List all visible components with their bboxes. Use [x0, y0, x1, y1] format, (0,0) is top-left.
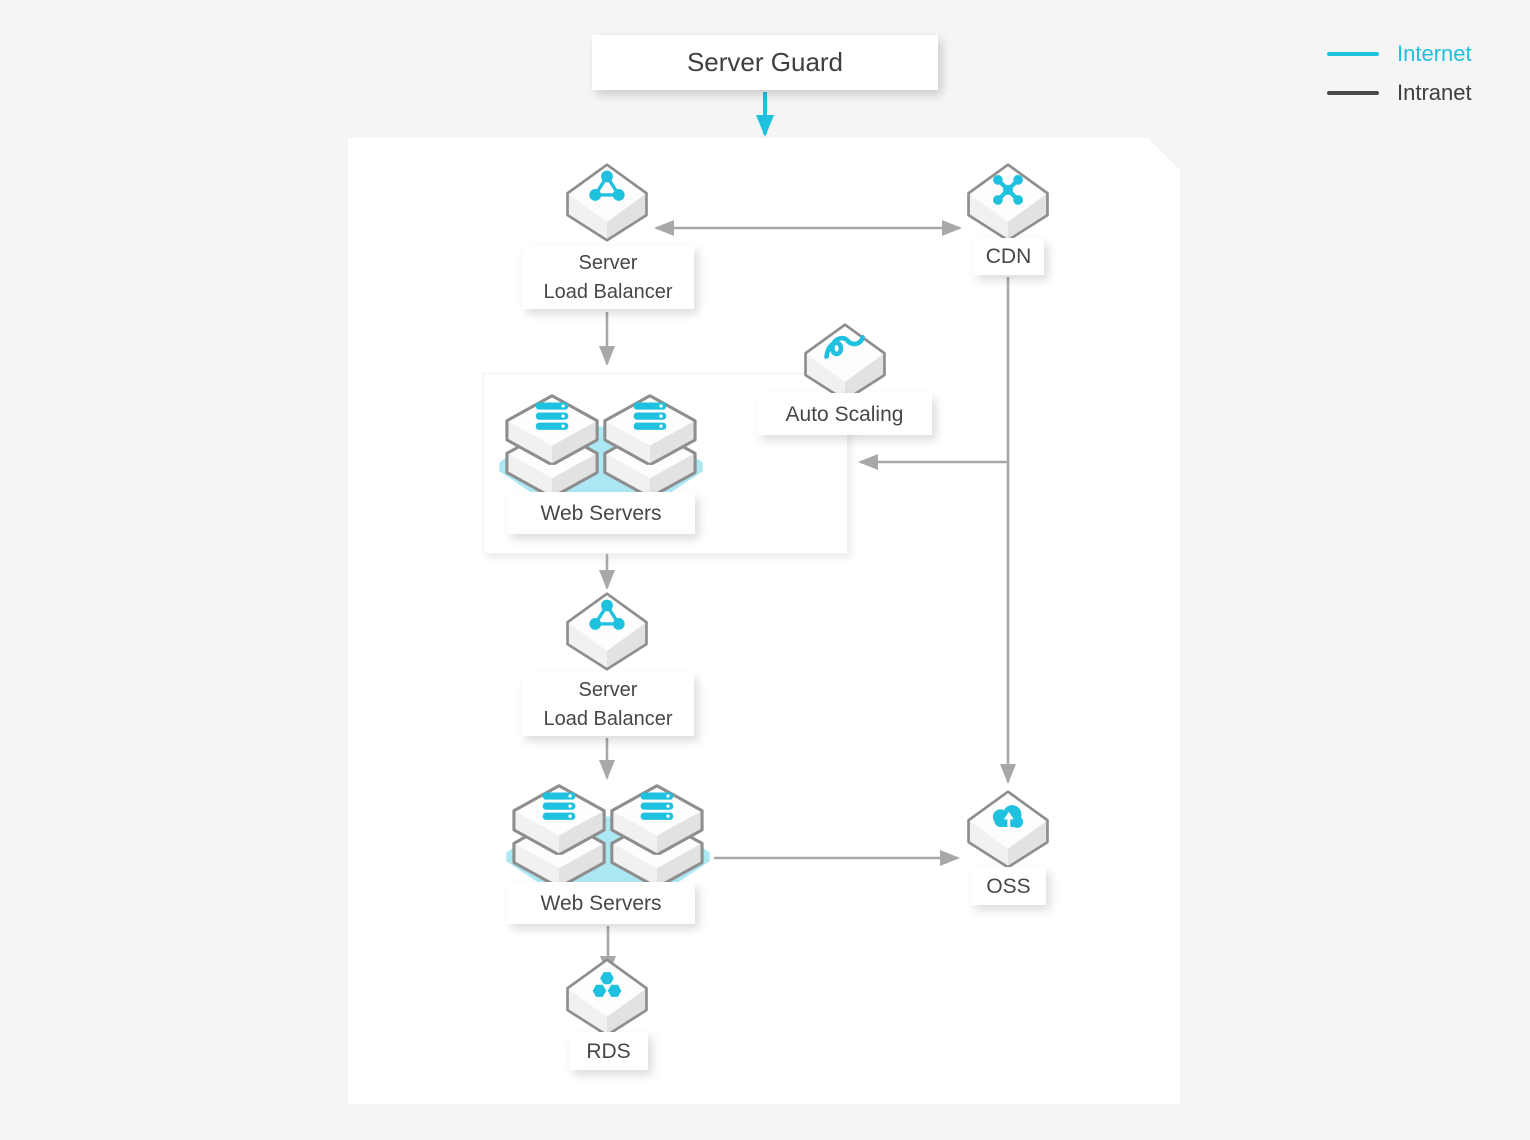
- label-line: Load Balancer: [543, 280, 673, 303]
- internet-line-swatch: [1327, 52, 1379, 56]
- label-line: Load Balancer: [543, 707, 673, 730]
- title-box: Server Guard: [592, 35, 938, 90]
- page-title: Server Guard: [686, 47, 844, 77]
- node-label-web-servers-bottom: Web Servers: [507, 882, 695, 924]
- label-line: RDS: [586, 1039, 631, 1063]
- legend: Internet Intranet: [1327, 40, 1472, 118]
- label-line: Web Servers: [540, 501, 662, 525]
- legend-item-intranet: Intranet: [1327, 79, 1472, 107]
- label-line: Server: [578, 251, 638, 274]
- legend-label: Internet: [1397, 41, 1472, 66]
- label-line: CDN: [985, 245, 1032, 268]
- node-label-web-servers-top: Web Servers: [507, 492, 695, 534]
- load-balancer-icon: [565, 163, 649, 242]
- label-line: OSS: [986, 874, 1031, 898]
- node-label-auto-scaling: Auto Scaling: [757, 393, 932, 435]
- rds-icon: [565, 958, 649, 1037]
- node-label-rds: RDS: [569, 1032, 648, 1070]
- legend-label: Intranet: [1397, 80, 1472, 105]
- label-line: Server: [578, 678, 638, 701]
- node-label-slb-top: Server Load Balancer: [522, 246, 694, 309]
- label-line: Web Servers: [540, 891, 662, 915]
- legend-item-internet: Internet: [1327, 40, 1472, 68]
- label-line: Auto Scaling: [785, 402, 904, 426]
- node-label-oss: OSS: [971, 867, 1046, 905]
- oss-icon: [966, 790, 1050, 869]
- node-label-cdn: CDN: [973, 238, 1044, 275]
- auto-scaling-icon: [803, 323, 887, 402]
- node-label-slb-bottom: Server Load Balancer: [522, 673, 694, 736]
- load-balancer-icon: [565, 592, 649, 671]
- architecture-panel: [348, 138, 1180, 1104]
- cdn-icon: [966, 163, 1050, 242]
- intranet-line-swatch: [1327, 91, 1379, 95]
